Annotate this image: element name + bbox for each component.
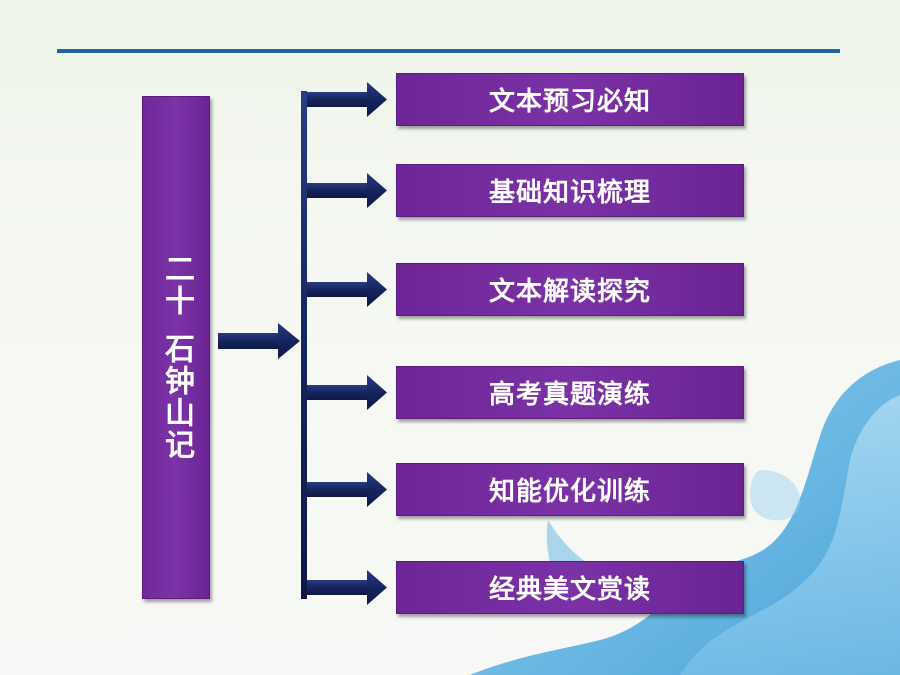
- branch-arrow-icon: [307, 375, 387, 410]
- spine-line: [301, 91, 307, 599]
- branch-arrow-icon: [307, 570, 387, 605]
- menu-item-reading[interactable]: 经典美文赏读: [396, 561, 744, 614]
- branch-arrow-icon: [307, 272, 387, 307]
- branch-arrow-icon: [307, 173, 387, 208]
- menu-item-analysis[interactable]: 文本解读探究: [396, 263, 744, 316]
- main-arrow-icon: [218, 323, 300, 359]
- lesson-name: 石钟山记: [159, 333, 194, 461]
- menu-item-exam-practice[interactable]: 高考真题演练: [396, 366, 744, 419]
- branch-arrow-icon: [307, 82, 387, 117]
- menu-item-basics[interactable]: 基础知识梳理: [396, 164, 744, 217]
- header-rule: [57, 49, 840, 53]
- branch-arrow-icon: [307, 472, 387, 507]
- menu-item-training[interactable]: 知能优化训练: [396, 463, 744, 516]
- menu-item-preview[interactable]: 文本预习必知: [396, 73, 744, 126]
- lesson-title: 二十 石钟山记: [142, 253, 210, 461]
- lesson-number: 二十: [159, 253, 194, 317]
- lesson-title-box: 二十 石钟山记: [142, 96, 210, 599]
